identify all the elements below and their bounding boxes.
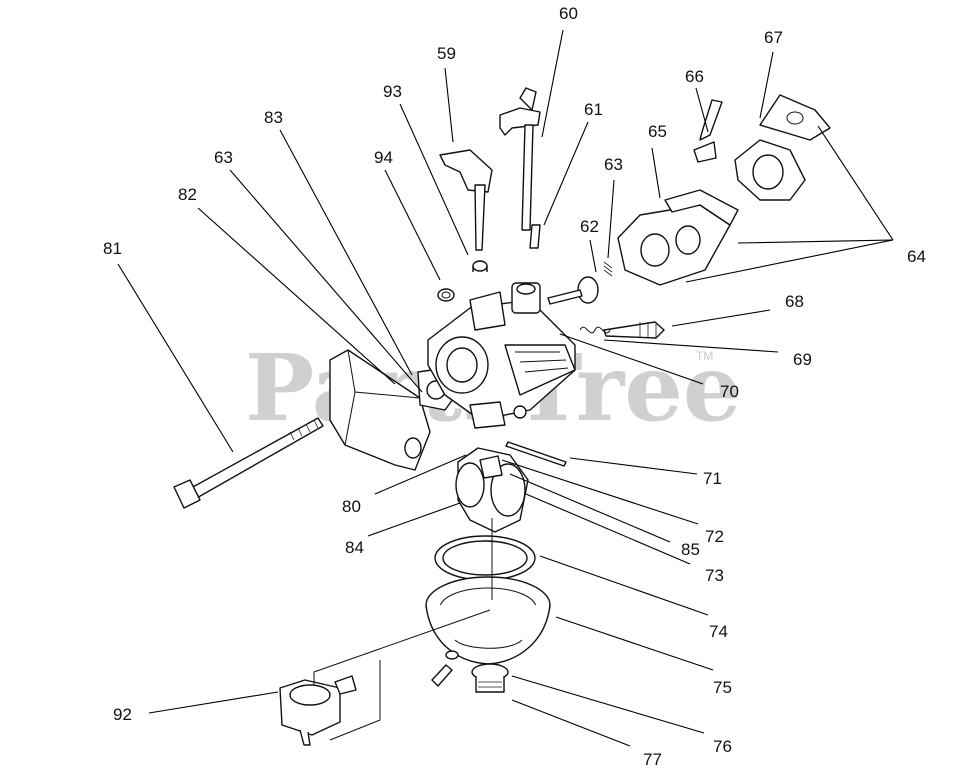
part-60-throttle-lever — [499, 87, 541, 231]
callout-68[interactable]: 68 — [785, 292, 804, 311]
callout-80[interactable]: 80 — [342, 497, 361, 516]
callout-60[interactable]: 60 — [559, 4, 578, 23]
callout-64[interactable]: 64 — [907, 247, 926, 266]
part-69-spring — [579, 326, 611, 334]
callout-83[interactable]: 83 — [264, 108, 283, 127]
callout-67[interactable]: 67 — [764, 28, 783, 47]
part-66-screw — [693, 99, 723, 163]
part-80-shield — [329, 349, 431, 471]
callout-81[interactable]: 81 — [103, 239, 122, 258]
callout-71[interactable]: 71 — [703, 469, 722, 488]
watermark-trademark: TM — [696, 349, 713, 363]
part-76-bowl-nut — [471, 663, 509, 693]
carburetor-body — [427, 282, 576, 429]
callout-70[interactable]: 70 — [720, 382, 739, 401]
callout-85[interactable]: 85 — [681, 540, 700, 559]
callout-82[interactable]: 82 — [178, 185, 197, 204]
callout-65[interactable]: 65 — [648, 122, 667, 141]
part-labels: 60 59 67 66 93 61 83 65 63 94 63 82 62 8… — [103, 4, 926, 769]
part-93-washer — [472, 260, 488, 272]
callout-63-right[interactable]: 63 — [604, 155, 623, 174]
callout-63-left[interactable]: 63 — [214, 148, 233, 167]
part-73-gasket — [434, 535, 536, 581]
leader-lines — [117, 29, 894, 747]
callout-69[interactable]: 69 — [793, 350, 812, 369]
callout-94[interactable]: 94 — [374, 148, 393, 167]
assembly-guide-lines — [313, 518, 493, 741]
part-77-screw — [431, 650, 459, 687]
callout-73[interactable]: 73 — [705, 566, 724, 585]
part-59-choke-lever — [439, 149, 493, 251]
callout-66[interactable]: 66 — [685, 67, 704, 86]
callout-84[interactable]: 84 — [345, 538, 364, 557]
part-63-spring — [603, 261, 613, 277]
callout-72[interactable]: 72 — [705, 527, 724, 546]
callout-61[interactable]: 61 — [584, 100, 603, 119]
part-68-needle-screw — [603, 321, 665, 339]
part-62-washer — [547, 276, 599, 305]
callout-62[interactable]: 62 — [580, 217, 599, 236]
part-92-clip — [279, 675, 357, 746]
callout-77[interactable]: 77 — [643, 750, 662, 769]
part-67-intake-elbow — [734, 94, 831, 201]
part-94-seal — [437, 288, 455, 302]
callout-75[interactable]: 75 — [713, 678, 732, 697]
part-81-screw — [173, 417, 324, 509]
callout-74[interactable]: 74 — [709, 622, 728, 641]
part-71-rod — [505, 441, 567, 467]
part-84-float — [455, 447, 529, 533]
callout-76[interactable]: 76 — [713, 737, 732, 756]
part-61-pin — [529, 224, 541, 249]
part-65-spacer — [617, 189, 739, 286]
callout-92[interactable]: 92 — [113, 705, 132, 724]
callout-93[interactable]: 93 — [383, 82, 402, 101]
callout-59[interactable]: 59 — [437, 44, 456, 63]
part-75-float-bowl — [425, 576, 551, 665]
